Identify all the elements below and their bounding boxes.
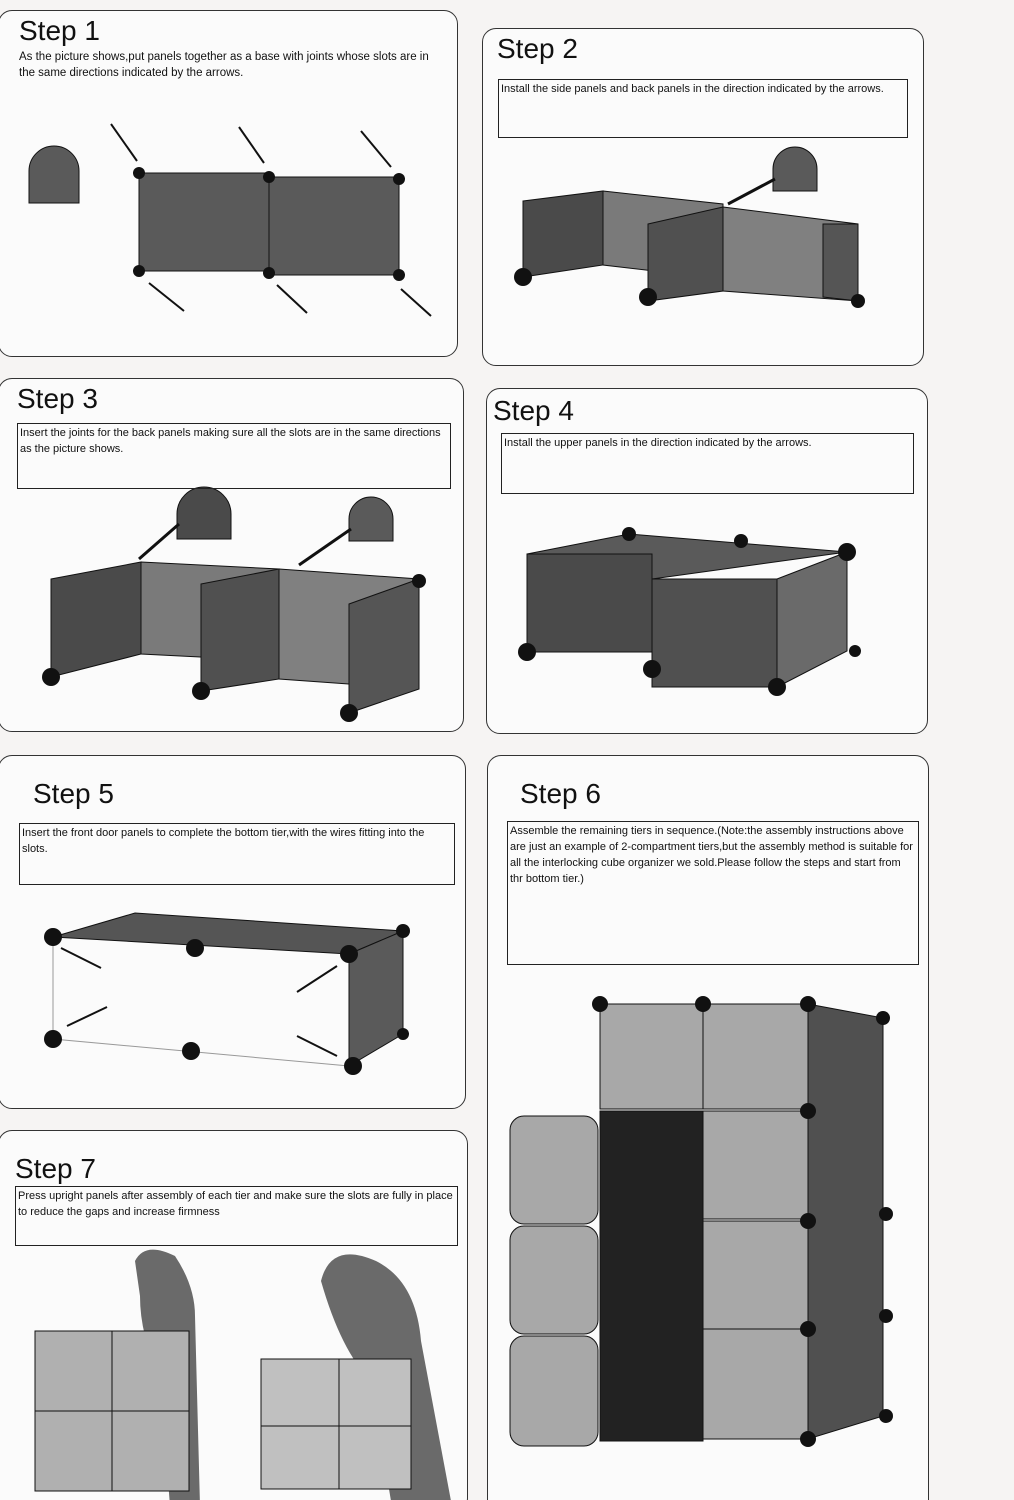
step-title: Step 6 xyxy=(520,778,601,809)
step-7-illustration xyxy=(34,1249,451,1500)
base-panel xyxy=(268,176,400,276)
step-description: Install the upper panels in the directio… xyxy=(501,433,914,494)
step-description: Press upright panels after assembly of e… xyxy=(15,1186,458,1246)
joint-detail-icon xyxy=(176,486,232,540)
step-title: Step 1 xyxy=(19,15,100,46)
cube-doors xyxy=(509,1003,809,1447)
step-1-panel: Step 1 As the picture shows,put panels t… xyxy=(0,10,458,357)
step-title: Step 7 xyxy=(15,1153,96,1184)
joint-detail-icon xyxy=(772,146,818,192)
step-description: Insert the joints for the back panels ma… xyxy=(17,423,451,489)
joint-detail-icon xyxy=(348,496,394,542)
step-7-panel: Step 7 Press upright panels after assemb… xyxy=(0,1130,468,1500)
step-2-panel: Step 2 Install the side panels and back … xyxy=(482,28,924,366)
arrows xyxy=(110,123,432,317)
step-3-panel: Step 3 Insert the joints for the back pa… xyxy=(0,378,464,732)
joints xyxy=(133,167,405,281)
step-description: Install the side panels and back panels … xyxy=(498,79,908,138)
step-3-illustration xyxy=(42,486,426,722)
step-title: Step 4 xyxy=(493,395,574,426)
step-description: Insert the front door panels to complete… xyxy=(19,823,455,885)
step-5-illustration xyxy=(44,912,410,1075)
step-5-panel: Step 5 Insert the front door panels to c… xyxy=(0,755,466,1109)
joint-detail-icon xyxy=(28,145,80,204)
step-description: As the picture shows,put panels together… xyxy=(19,51,429,79)
step-title: Step 5 xyxy=(33,778,114,809)
step-2-illustration xyxy=(514,146,865,308)
step-1-illustration xyxy=(28,123,432,317)
step-6-panel: Step 6 Assemble the remaining tiers in s… xyxy=(487,755,929,1500)
step-4-illustration xyxy=(518,527,861,696)
step-6-illustration xyxy=(509,996,893,1447)
step-title: Step 3 xyxy=(17,383,98,414)
base-panel xyxy=(138,172,270,272)
step-description: Assemble the remaining tiers in sequence… xyxy=(507,821,919,965)
step-4-panel: Step 4 Install the upper panels in the d… xyxy=(486,388,928,734)
step-title: Step 2 xyxy=(497,33,578,64)
